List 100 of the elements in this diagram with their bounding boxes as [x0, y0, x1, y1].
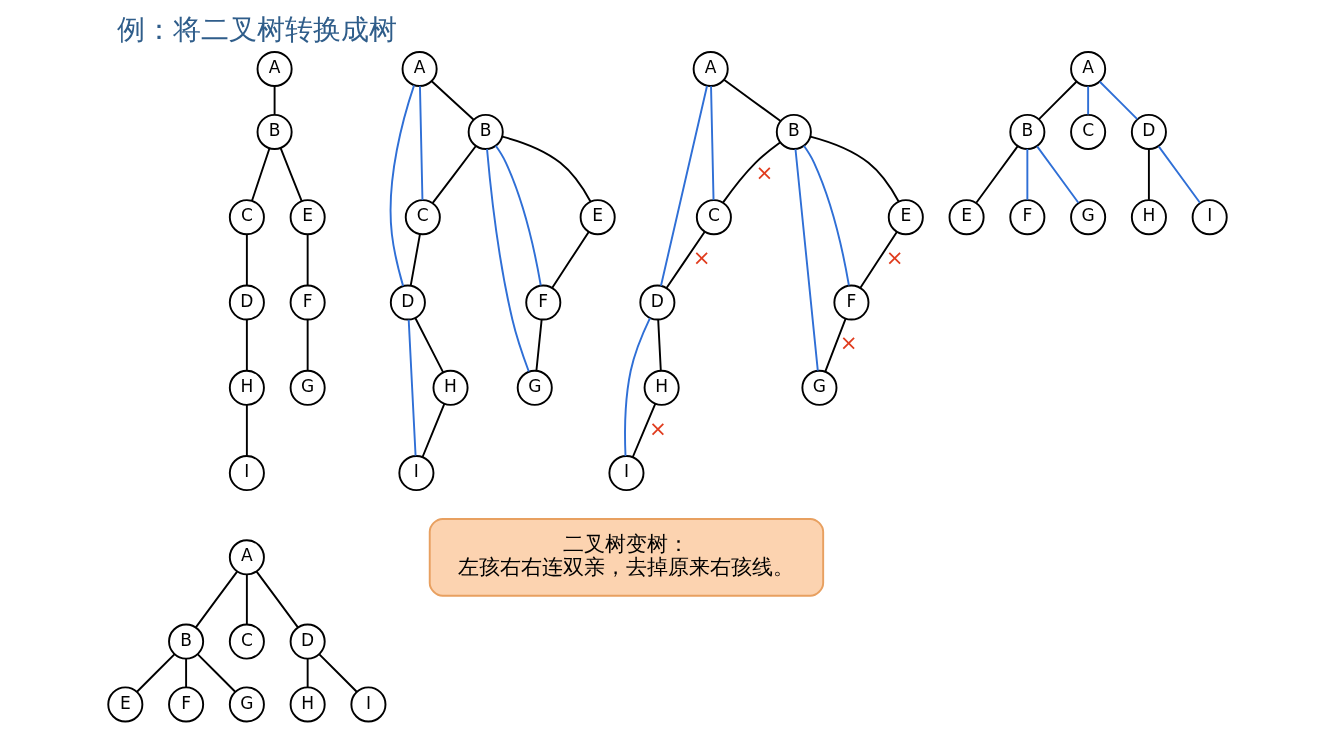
connector: [245, 318, 248, 372]
connector: [245, 573, 248, 626]
node-circle: I: [397, 455, 434, 492]
connector: [431, 145, 477, 204]
node-circle: H: [289, 686, 326, 723]
node-circle: B: [167, 623, 204, 660]
connector: [1035, 145, 1079, 204]
node-circle: A: [692, 50, 729, 87]
connector: [273, 85, 276, 116]
node-circle: H: [1130, 199, 1167, 236]
node-circle: B: [1008, 113, 1045, 150]
edge-label: ×: [755, 159, 773, 185]
node-circle: E: [887, 199, 924, 236]
connector: [500, 135, 591, 203]
node-circle: E: [106, 686, 143, 723]
connector: [255, 570, 299, 629]
connector: [721, 141, 781, 204]
node-circle: G: [516, 369, 553, 406]
connector: [194, 570, 238, 629]
connector: [421, 402, 445, 458]
connector: [317, 653, 358, 693]
node-circle: E: [289, 199, 326, 236]
connector: [823, 317, 846, 373]
connector: [631, 402, 656, 458]
node-circle: G: [289, 369, 326, 406]
connector: [245, 403, 248, 457]
connector: [656, 318, 662, 372]
connector: [389, 84, 415, 287]
node-circle: C: [695, 199, 732, 236]
connector: [245, 233, 248, 287]
connector: [306, 233, 309, 287]
edge-label: ×: [839, 330, 858, 356]
connector: [534, 318, 543, 372]
node-circle: F: [832, 284, 869, 321]
connector: [1147, 148, 1150, 201]
connector: [306, 318, 309, 372]
connector: [1098, 80, 1138, 121]
node-circle: I: [228, 455, 265, 492]
connector: [802, 144, 850, 287]
connector: [709, 85, 714, 201]
node-circle: D: [289, 623, 326, 660]
node-circle: B: [467, 113, 504, 150]
connector: [1025, 148, 1028, 201]
node-circle: D: [228, 284, 265, 321]
node-circle: H: [228, 369, 265, 406]
node-circle: B: [775, 113, 812, 150]
connector: [413, 317, 444, 374]
edge-label: ×: [885, 245, 904, 271]
diagram-title: 例：将二叉树转换成树: [116, 12, 397, 46]
connector: [409, 233, 421, 287]
node-circle: I: [349, 686, 386, 723]
connector: [623, 317, 651, 457]
node-circle: C: [228, 623, 265, 660]
node-box: 二叉树变树： 左孩右右连双亲，去掉原来右孩线。: [428, 518, 824, 597]
node-circle: D: [638, 284, 675, 321]
node-circle: D: [389, 284, 426, 321]
node-circle: F: [289, 284, 326, 321]
node-circle: G: [1069, 199, 1106, 236]
node-circle: G: [228, 686, 265, 723]
connector: [306, 657, 309, 688]
node-circle: I: [1191, 199, 1228, 236]
node-circle: H: [643, 369, 680, 406]
connector: [184, 657, 187, 688]
edge-label: ×: [648, 415, 667, 441]
connector: [722, 78, 781, 123]
edge-label: ×: [692, 245, 711, 271]
node-circle: D: [1130, 113, 1167, 150]
node-circle: F: [167, 686, 204, 723]
connector: [279, 147, 303, 202]
node-circle: H: [432, 369, 469, 406]
connector: [659, 85, 708, 287]
node-circle: A: [228, 539, 265, 576]
connector: [858, 231, 898, 289]
node-circle: A: [1069, 50, 1106, 87]
node-circle: E: [579, 199, 616, 236]
connector: [1157, 145, 1201, 204]
connector: [974, 145, 1019, 204]
node-circle: A: [401, 50, 438, 87]
node-circle: C: [404, 199, 441, 236]
node-circle: E: [948, 199, 985, 236]
connector: [794, 148, 819, 372]
connector: [494, 144, 542, 287]
connector: [808, 135, 899, 203]
connector: [430, 80, 475, 121]
node-circle: C: [228, 199, 265, 236]
node-circle: F: [1008, 199, 1045, 236]
node-circle: I: [607, 455, 644, 492]
connector: [196, 653, 236, 693]
connector: [1037, 80, 1077, 121]
connector: [1086, 85, 1089, 116]
node-circle: F: [524, 284, 561, 321]
node-circle: B: [256, 113, 293, 150]
node-circle: A: [256, 50, 293, 87]
connector: [665, 231, 705, 289]
node-circle: G: [800, 369, 837, 406]
connector: [250, 147, 270, 202]
connector: [135, 653, 175, 693]
connector: [485, 148, 530, 373]
connector: [418, 85, 423, 201]
connector: [407, 318, 417, 457]
